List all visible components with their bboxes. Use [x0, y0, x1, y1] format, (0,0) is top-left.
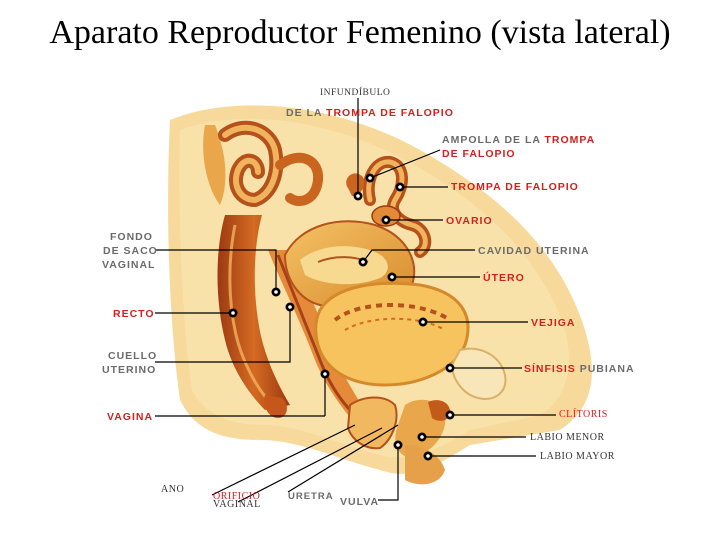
label-labio-menor: LABIO MENOR — [530, 432, 605, 443]
label-cavidad-uterina: CAVIDAD UTERINA — [478, 244, 590, 258]
label-vejiga: VEJIGA — [531, 316, 576, 330]
label-fondo: FONDO — [110, 230, 153, 244]
label-de-la: DE LA — [286, 107, 322, 119]
label-orificio-vaginal: VAGINAL — [213, 500, 261, 510]
label-sinfisis: SÍNFISIS — [524, 363, 576, 375]
label-ampolla-line1: AMPOLLA DE LA TROMPA — [442, 133, 595, 147]
label-labio-mayor: LABIO MAYOR — [540, 451, 615, 462]
bladder-illustration — [316, 283, 468, 385]
label-trompa-de-falopio-1: TROMPA DE FALOPIO — [326, 107, 454, 119]
label-ovario: OVARIO — [446, 214, 493, 228]
label-trompa-de-falopio-2: TROMPA DE FALOPIO — [451, 180, 579, 194]
label-vagina: VAGINA — [107, 410, 153, 424]
label-infundibulo-line2: DE LA TROMPA DE FALOPIO — [286, 106, 454, 120]
label-infundibulo: INFUNDÍBULO — [320, 88, 390, 98]
label-de-falopio: DE FALOPIO — [442, 147, 516, 161]
label-uterino: UTERINO — [102, 363, 156, 377]
label-trompa: TROMPA — [544, 134, 595, 146]
label-pubiana: PUBIANA — [580, 363, 635, 375]
label-vulva: VULVA — [340, 495, 379, 509]
label-cuello: CUELLO — [108, 349, 157, 363]
label-de-saco: DE SACO — [103, 244, 158, 258]
label-utero: ÚTERO — [483, 271, 525, 285]
label-ampolla-de-la: AMPOLLA DE LA — [442, 134, 541, 146]
label-ano: ANO — [161, 484, 184, 495]
label-sinfisis-pubiana: SÍNFISIS PUBIANA — [524, 362, 635, 376]
label-clitoris: CLÍTORIS — [559, 409, 608, 420]
label-uretra: URETRA — [288, 490, 334, 504]
label-vaginal: VAGINAL — [102, 258, 155, 272]
label-recto: RECTO — [113, 307, 155, 321]
